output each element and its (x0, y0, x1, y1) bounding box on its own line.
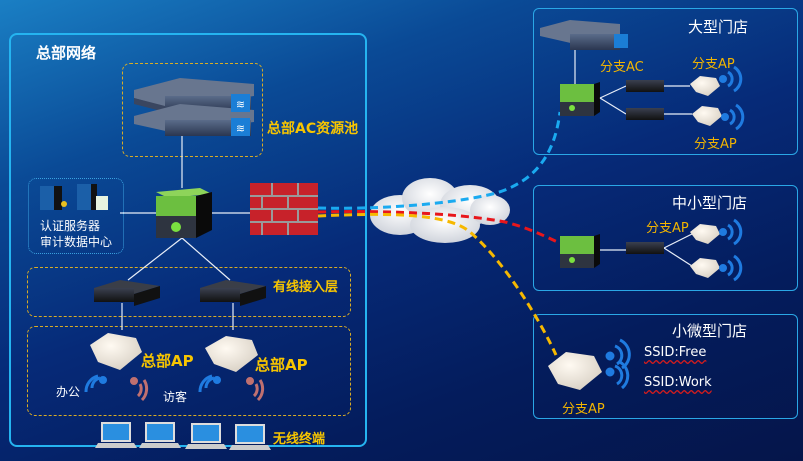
hq-links (120, 132, 250, 330)
servers-label-auth: 认证服务器 (40, 219, 101, 233)
small-branch-wifi-icon (605, 338, 631, 390)
small-store-panel (533, 314, 798, 419)
ssid-work: SSID:Work (644, 375, 712, 390)
hq-ap-label-1: 总部AP (141, 352, 194, 370)
hq-wifi-signals (84, 374, 265, 402)
laptop-icons (95, 422, 271, 450)
hq-ap-label-2: 总部AP (255, 356, 308, 374)
ssid-free: SSID:Free (644, 345, 707, 360)
large-branch-ap-label-2: 分支AP (694, 137, 737, 152)
ac-pool-group (122, 63, 263, 157)
server-group (28, 178, 124, 254)
small-branch-ap-label: 分支AP (562, 402, 605, 417)
large-branch-access-switch-icon (626, 80, 664, 120)
servers-icon (40, 184, 108, 210)
internet-cloud-icon (370, 178, 510, 243)
ssid-guest-label: 访客 (163, 390, 188, 404)
small-branch-ap-icon (548, 352, 602, 390)
link-small-store (317, 212, 558, 356)
wired-layer-label: 有线接入层 (273, 280, 339, 295)
wan-links (317, 111, 563, 356)
medium-store-panel (533, 185, 798, 291)
medium-branch-access-switch-icon (626, 242, 664, 254)
medium-branch-ap-label: 分支AP (646, 221, 689, 236)
wifi-icon: ≋ (236, 98, 245, 111)
large-branch-wifi-icon (719, 65, 745, 131)
branch-ac-label: 分支AC (600, 60, 644, 75)
hq-ap-icon (90, 333, 258, 372)
core-switch-icon (156, 188, 212, 238)
wired-access-layer (27, 267, 351, 317)
ac-pool-icon: ≋ ≋ (134, 78, 254, 136)
small-store-title: 小微型门店 (672, 322, 748, 340)
branch-ac-icon (540, 20, 628, 50)
medium-branch-ap-icon (690, 224, 720, 278)
large-branch-ap-label-1: 分支AP (692, 57, 735, 72)
large-branch-ap-icon (690, 76, 722, 126)
wireless-ap-layer (27, 326, 351, 416)
medium-branch-switch-icon (560, 234, 600, 268)
link-medium-store (317, 210, 563, 246)
hq-title: 总部网络 (36, 44, 97, 62)
firewall-icon (250, 183, 318, 235)
terminals-label: 无线终端 (273, 432, 326, 447)
wifi-icon: ≋ (236, 122, 245, 135)
medium-branch-wifi-icon (719, 218, 743, 282)
large-branch-switch-icon (560, 82, 600, 116)
servers-label-audit: 审计数据中心 (40, 235, 113, 249)
access-switch-icon (94, 280, 266, 306)
medium-store-title: 中小型门店 (672, 194, 748, 212)
large-store-title: 大型门店 (688, 18, 749, 36)
link-large-store (317, 111, 562, 210)
ssid-office-label: 办公 (56, 385, 81, 399)
ac-pool-label: 总部AC资源池 (267, 121, 359, 137)
large-store-panel (533, 8, 798, 155)
